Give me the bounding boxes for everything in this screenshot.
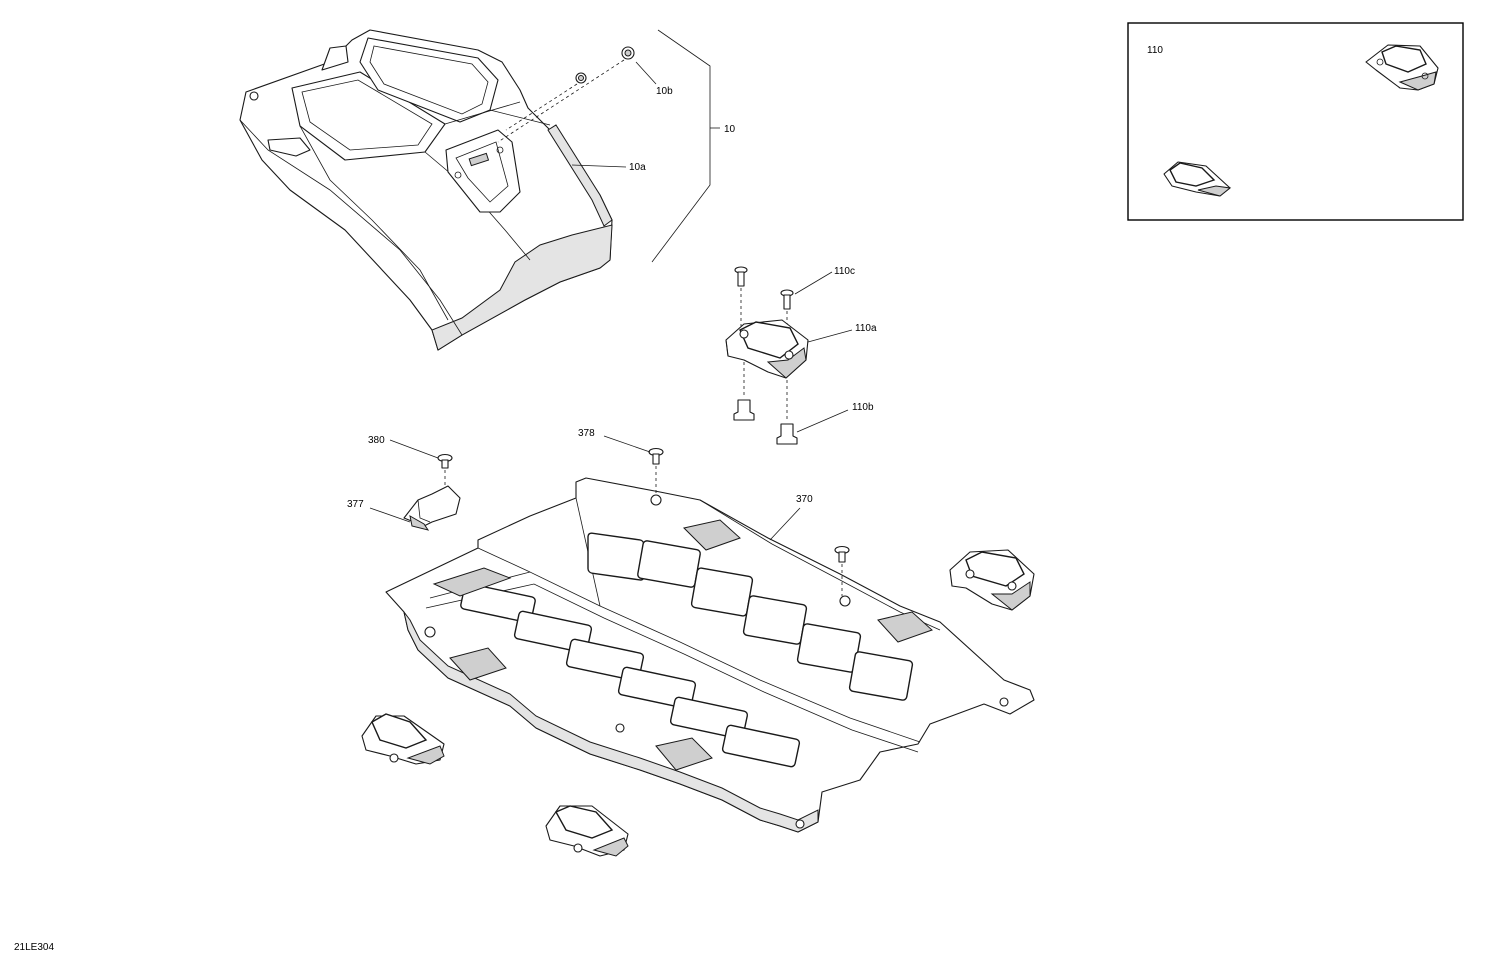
callout-10: 10 [724, 124, 736, 135]
leader-10a [571, 164, 627, 168]
part-110b-nuts[interactable] [733, 362, 798, 445]
drawing-code: 21LE304 [14, 942, 54, 953]
callout-378: 378 [578, 428, 595, 439]
inset-mount-top [1365, 44, 1439, 91]
part-10-cargo-box[interactable] [239, 29, 613, 351]
leader-370 [769, 507, 801, 541]
tie-down-mount-right [949, 549, 1035, 611]
leader-377 [369, 507, 411, 523]
callout-110a: 110a [855, 323, 877, 334]
part-110c-screws[interactable] [734, 266, 794, 346]
callout-370: 370 [796, 494, 813, 505]
part-110a-tie-down-mount[interactable] [725, 319, 809, 379]
leader-110a [807, 329, 853, 343]
leader-380 [389, 439, 439, 459]
leader-10b [635, 61, 657, 85]
part-10b-screws[interactable] [497, 46, 635, 143]
part-377-clip[interactable] [403, 485, 461, 531]
bracket-10 [651, 29, 711, 263]
callout-10b: 10b [656, 86, 673, 97]
callout-110c: 110c [834, 266, 855, 277]
tie-down-mount-bottom [545, 805, 629, 857]
leader-378 [603, 435, 651, 453]
leader-110c [794, 271, 833, 295]
leader-110b [796, 409, 849, 433]
callout-110: 110 [1147, 45, 1163, 56]
tie-down-mount-left [361, 713, 445, 765]
inset-mount-bottom [1163, 161, 1232, 197]
inset-box-110 [1127, 22, 1464, 221]
part-370-cargo-tray[interactable] [385, 477, 1035, 833]
part-378-screws[interactable] [648, 447, 850, 597]
callout-10a: 10a [629, 162, 646, 173]
callout-110b: 110b [852, 402, 874, 413]
callout-377: 377 [347, 499, 364, 510]
callout-380: 380 [368, 435, 385, 446]
